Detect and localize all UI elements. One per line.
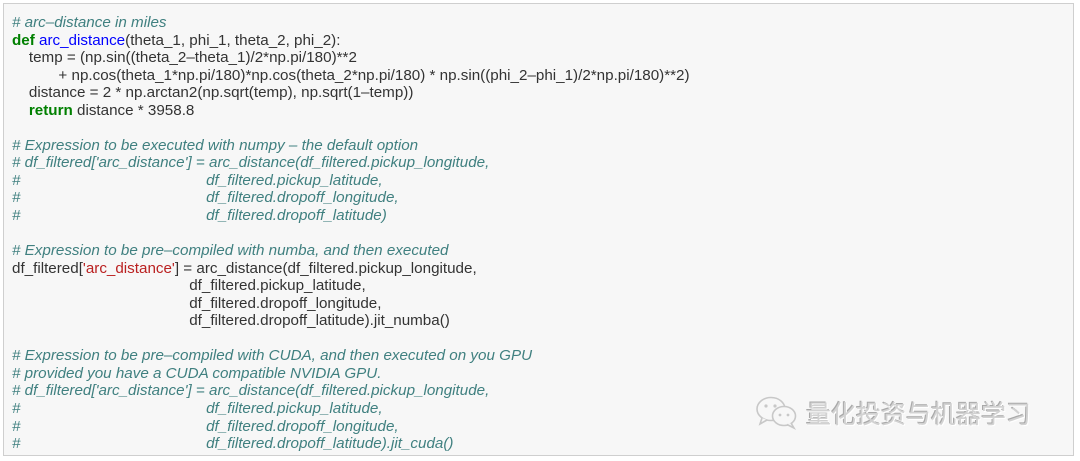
code-keyword: def (12, 31, 35, 49)
code-line: temp = (np.sin((theta_2–theta_1)/2*np.pi… (12, 49, 690, 67)
code-line: # Expression to be pre–compiled with num… (12, 242, 690, 260)
code-comment: # provided you have a CUDA compatible NV… (12, 364, 382, 382)
code-text: df_filtered.dropoff_latitude).jit_numba(… (12, 312, 450, 330)
code-text: distance * 3958.8 (72, 101, 195, 119)
code-comment: # df_filtered.dropoff_longitude, (12, 417, 399, 435)
code-line: # df_filtered.pickup_latitude, (12, 400, 690, 418)
code-text: df_filtered.dropoff_longitude, (12, 294, 382, 312)
code-comment: # df_filtered['arc_distance'] = arc_dist… (12, 154, 490, 172)
code-line: # Expression to be executed with numpy –… (12, 137, 690, 155)
code-line: df_filtered.pickup_latitude, (12, 277, 690, 295)
code-keyword: return (28, 101, 73, 119)
code-string: 'arc_distance' (82, 259, 175, 277)
code-comment: # Expression to be pre–compiled with CUD… (12, 347, 533, 365)
code-function-name: arc_distance (39, 31, 126, 49)
code-line (12, 119, 690, 137)
code-line: # df_filtered.dropoff_longitude, (12, 189, 690, 207)
code-line: + np.cos(theta_1*np.pi/180)*np.cos(theta… (12, 66, 690, 85)
code-line: # df_filtered.pickup_latitude, (12, 172, 690, 190)
code-line: df_filtered.dropoff_longitude, (12, 295, 690, 313)
code-line: # df_filtered['arc_distance'] = arc_dist… (12, 154, 690, 172)
code-line: distance = 2 * np.arctan2(np.sqrt(temp),… (12, 84, 690, 102)
code-text: temp = (np.sin((theta_2–theta_1)/2*np.pi… (12, 49, 357, 67)
code-line: # Expression to be pre–compiled with CUD… (12, 347, 690, 365)
code-comment: # df_filtered.dropoff_longitude, (12, 189, 399, 207)
code-line (12, 225, 690, 243)
code-comment: # df_filtered.pickup_latitude, (12, 400, 383, 418)
code-comment: # df_filtered.dropoff_latitude) (12, 207, 387, 225)
code-line (12, 330, 690, 348)
code-text: ] = arc_distance(df_filtered.pickup_long… (174, 259, 477, 277)
code-text: distance = 2 * np.arctan2(np.sqrt(temp),… (12, 84, 414, 102)
code-line: df_filtered['arc_distance'] = arc_distan… (12, 260, 690, 278)
code-comment: # df_filtered['arc_distance'] = arc_dist… (12, 382, 490, 400)
code-text (12, 102, 29, 119)
code-line: # arc–distance in miles (12, 14, 690, 32)
code-comment: # arc–distance in miles (12, 14, 167, 31)
code-text: + np.cos(theta_1*np.pi/180)*np.cos(theta… (12, 66, 690, 84)
watermark-text: 量化投资与机器学习 (806, 400, 1032, 429)
code-text: (theta_1, phi_1, theta_2, phi_2): (125, 31, 341, 49)
code-line: # df_filtered.dropoff_latitude).jit_cuda… (12, 435, 690, 453)
code-line: # df_filtered['arc_distance'] = arc_dist… (12, 382, 690, 400)
code-text: df_filtered.pickup_latitude, (12, 277, 366, 295)
code-comment: # Expression to be pre–compiled with num… (12, 242, 449, 260)
code-line: return distance * 3958.8 (12, 102, 690, 120)
code-text: df_filtered[ (12, 259, 83, 277)
code-comment: # df_filtered.pickup_latitude, (12, 171, 383, 189)
code-line: def arc_distance(theta_1, phi_1, theta_2… (12, 32, 690, 50)
code-comment: # df_filtered.dropoff_latitude).jit_cuda… (12, 435, 454, 453)
wechat-icon (756, 396, 797, 430)
code-comment: # Expression to be executed with numpy –… (12, 136, 419, 154)
code-line: df_filtered.dropoff_latitude).jit_numba(… (12, 312, 690, 330)
code-line: # df_filtered.dropoff_longitude, (12, 418, 690, 436)
watermark: 量化投资与机器学习 (754, 395, 1031, 431)
code-line: # provided you have a CUDA compatible NV… (12, 365, 690, 383)
code-line: # df_filtered.dropoff_latitude) (12, 207, 690, 225)
